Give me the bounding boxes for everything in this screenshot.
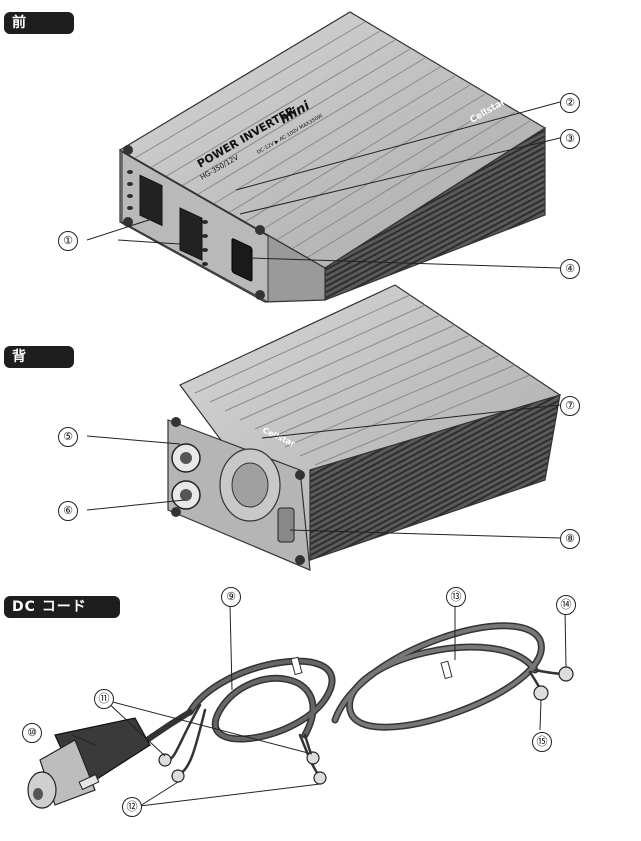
callout-10: ⑩ — [22, 723, 42, 743]
callout-15: ⑮ — [532, 732, 552, 752]
front-section-label: 前 面 — [4, 12, 74, 53]
cigarette-plug — [27, 717, 151, 809]
callout-12: ⑫ — [122, 797, 142, 817]
callout-13: ⑬ — [446, 587, 466, 607]
callout-3: ③ — [560, 129, 580, 149]
callout-14: ⑭ — [556, 595, 576, 615]
callout-5: ⑤ — [58, 427, 78, 447]
callout-1: ① — [58, 231, 78, 251]
back-section-label: 背 面 — [4, 346, 74, 387]
callout-9: ⑨ — [221, 587, 241, 607]
callout-2: ② — [560, 93, 580, 113]
dc-cord-section-label: DC コード — [4, 596, 120, 618]
callout-7: ⑦ — [560, 396, 580, 416]
front-inverter — [118, 11, 547, 303]
dc-cord — [117, 622, 567, 778]
callout-11: ⑪ — [94, 689, 114, 709]
callout-8: ⑧ — [560, 529, 580, 549]
callout-6: ⑥ — [58, 501, 78, 521]
back-inverter — [167, 284, 562, 571]
callout-4: ④ — [560, 259, 580, 279]
